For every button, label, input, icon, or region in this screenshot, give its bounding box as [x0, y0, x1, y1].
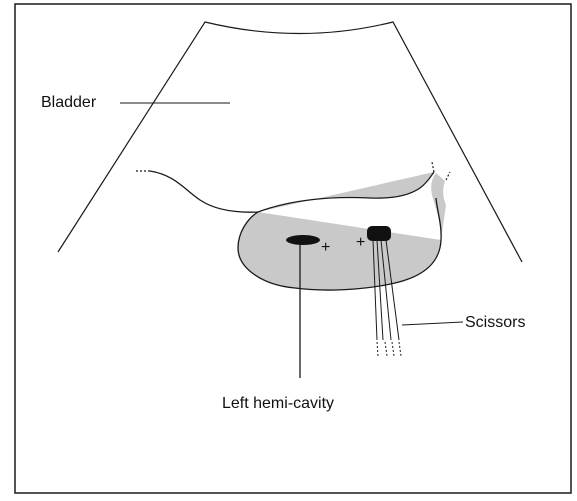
plus-marker-right: + [356, 234, 365, 251]
bladder-wall-left [150, 171, 258, 212]
left-hemi-cavity-ellipse [286, 235, 320, 245]
left-hemi-cavity-label: Left hemi-cavity [222, 395, 334, 412]
cavity-top-edge [258, 172, 434, 212]
cavity-top-dotted [432, 162, 434, 172]
cavity-right-dotted [446, 172, 450, 180]
bladder-label: Bladder [41, 94, 97, 111]
scissors-tip [367, 226, 391, 241]
scissors-label: Scissors [465, 314, 525, 331]
plus-marker-left: + [321, 239, 330, 256]
scissors-leader-line [402, 322, 463, 325]
